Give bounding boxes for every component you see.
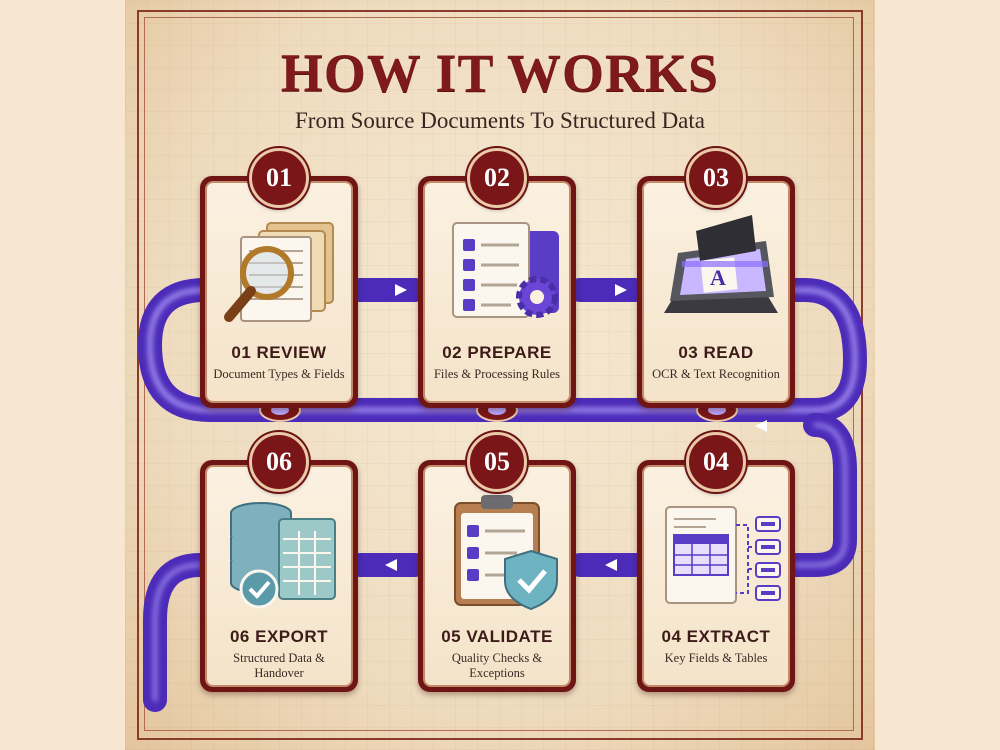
database-export-icon [230,502,336,609]
step-title: 06 EXPORT [229,627,329,646]
step-badge: 03 [686,148,746,208]
step-badge: 06 [249,432,309,492]
svg-text:A: A [710,265,726,290]
poster: HOW IT WORKS From Source Documents To St… [125,0,875,750]
step-badge: 02 [467,148,527,208]
step-badge: 04 [686,432,746,492]
checklist-gear-icon [452,222,559,318]
step-subtitle: OCR & Text Recognition [652,367,780,381]
clipboard-shield-icon [454,495,558,611]
step-card-validate: 05 VALIDATE Quality Checks & Exceptions … [418,432,576,692]
step-title: 05 VALIDATE [441,627,553,646]
step-title: 01 REVIEW [231,343,327,362]
page-subtitle: From Source Documents To Structured Data [295,108,705,133]
step-subtitle: Structured Data & Handover [233,651,325,680]
scanner-icon: A [664,215,778,313]
magnifier-folder-icon [224,222,334,322]
step-card-read: A 03 READ OCR & Text Recognition 03 [637,148,795,408]
step-badge: 01 [249,148,309,208]
step-subtitle: Key Fields & Tables [664,651,768,665]
step-badge: 05 [467,432,527,492]
step-title: 04 EXTRACT [661,627,771,646]
step-subtitle: Files & Processing Rules [433,367,561,381]
step-card-extract: 04 EXTRACT Key Fields & Tables 04 [637,432,795,692]
step-card-export: 06 EXPORT Structured Data & Handover 06 [200,432,358,692]
step-card-prepare: 02 PREPARE Files & Processing Rules 02 [418,148,576,408]
step-title: 02 PREPARE [442,343,552,362]
step-card-review: 01 REVIEW Document Types & Fields 01 [200,148,358,408]
page-title: HOW IT WORKS [280,43,720,103]
table-extract-icon [665,506,781,604]
step-subtitle: Quality Checks & Exceptions [451,651,543,680]
step-title: 03 READ [678,343,754,362]
step-subtitle: Document Types & Fields [213,367,345,381]
